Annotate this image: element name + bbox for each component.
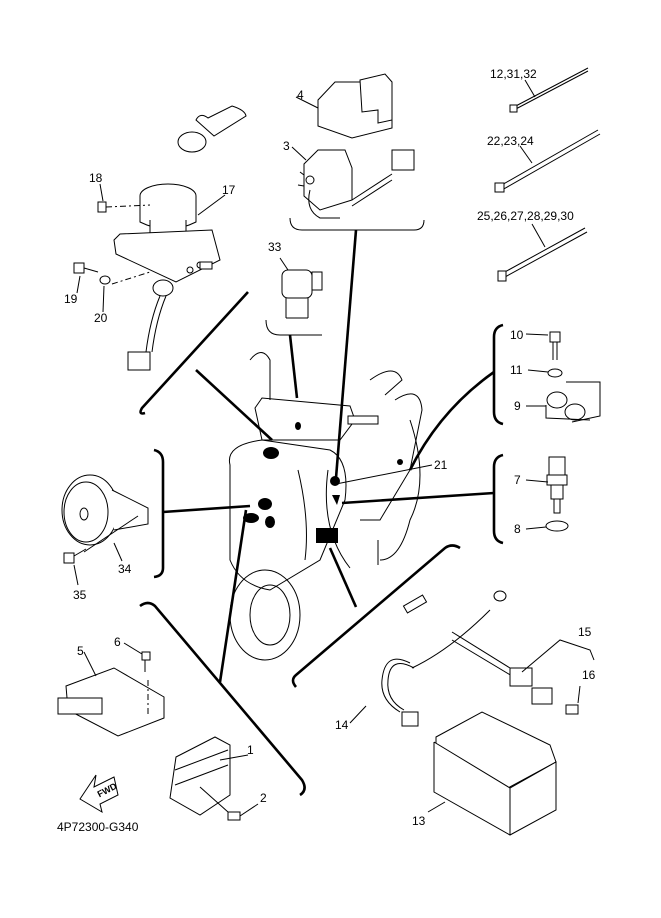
- battery-group: [349, 590, 595, 836]
- callout-35: 35: [73, 588, 87, 602]
- fwd-arrow: [79, 774, 119, 814]
- bracket-horn: [153, 448, 165, 579]
- bracket-ignition-coil: [492, 323, 504, 426]
- callout-7: 7: [514, 473, 521, 487]
- callout-14: 14: [335, 718, 349, 732]
- cable-tie-large: [497, 223, 588, 282]
- horn-group: [61, 474, 149, 586]
- callout-18: 18: [89, 171, 103, 185]
- callout-21: 21: [434, 458, 448, 472]
- bracket-thermo-unit: [492, 453, 504, 545]
- callout-17: 17: [222, 183, 236, 197]
- callout-20: 20: [94, 311, 108, 325]
- bracket-main-switch: [139, 291, 249, 415]
- callout-33: 33: [268, 240, 282, 254]
- flasher-relay-group: [265, 257, 323, 336]
- callout-13: 13: [412, 814, 426, 828]
- callout-12-31-32: 12,31,32: [490, 67, 537, 81]
- thermo-unit-group: [525, 456, 569, 532]
- ignition-coil-group: [525, 331, 601, 423]
- callout-19: 19: [64, 292, 78, 306]
- callout-1: 1: [247, 743, 254, 757]
- diagram-code: 4P72300-G340: [57, 820, 139, 834]
- callout-25-30: 25,26,27,28,29,30: [477, 209, 574, 223]
- bracket-cdi: [139, 601, 306, 797]
- callout-34: 34: [118, 562, 132, 576]
- callout-2: 2: [260, 791, 267, 805]
- callout-15: 15: [578, 625, 592, 639]
- rectifier-group: [169, 736, 259, 821]
- callout-22-23-24: 22,23,24: [487, 134, 534, 148]
- main-switch-group: [73, 105, 247, 371]
- callout-3: 3: [283, 139, 290, 153]
- callout-10: 10: [510, 328, 524, 342]
- callout-9: 9: [514, 399, 521, 413]
- callout-16: 16: [582, 668, 596, 682]
- bracket-battery: [291, 544, 461, 688]
- relay-group: [289, 73, 425, 231]
- cdi-unit-group: [57, 642, 165, 737]
- cable-tie-small: [509, 67, 589, 113]
- callout-4: 4: [297, 88, 304, 102]
- callout-8: 8: [514, 522, 521, 536]
- callout-6: 6: [114, 635, 121, 649]
- scooter-outline: [228, 352, 423, 661]
- callout-5: 5: [77, 644, 84, 658]
- callout-11: 11: [510, 363, 523, 377]
- cable-tie-medium: [494, 129, 601, 193]
